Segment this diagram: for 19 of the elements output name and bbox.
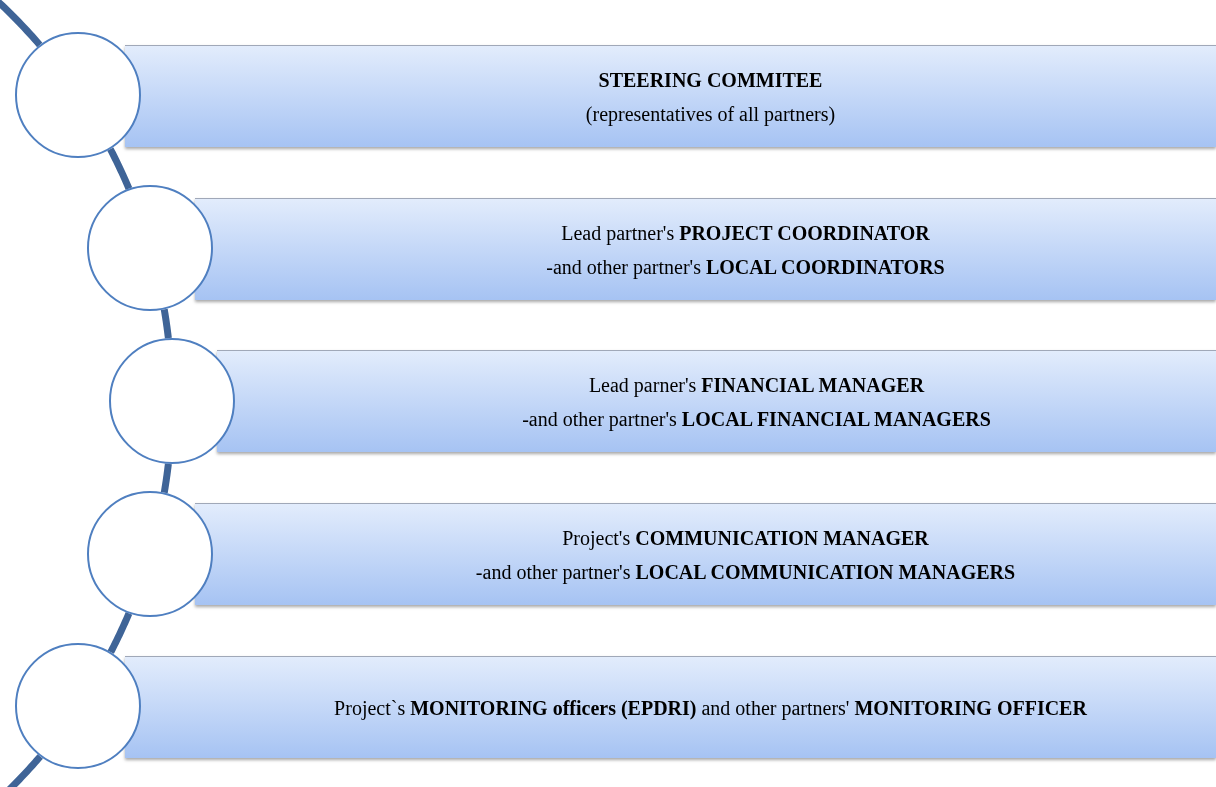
- connector-line: [160, 461, 172, 495]
- level-text: -and other partner's LOCAL COORDINATORS: [546, 254, 945, 281]
- connector-line: [0, 0, 43, 48]
- level-band: [195, 198, 1216, 300]
- level-text: Lead parner's FINANCIAL MANAGER: [588, 372, 925, 399]
- level-band: [217, 350, 1216, 452]
- level-text: -and other partner's LOCAL COMMUNICATION MANAGERS: [475, 559, 1016, 586]
- level-text: -and other partner's LOCAL FINANCIAL MANAGERS: [522, 406, 991, 433]
- level-text: (representatives of all partners): [585, 101, 836, 128]
- level-band: [125, 656, 1216, 758]
- level-text: Project`s MONITORING officers (EPDRI) and other partners' MONITORING OFFICER: [334, 695, 1087, 722]
- level-heading: STEERING COMMITEE: [598, 67, 823, 93]
- level-text: Project's COMMUNICATION MANAGER: [562, 525, 929, 552]
- connector-line: [107, 611, 133, 654]
- level-band: [125, 45, 1216, 147]
- connector-line: [107, 147, 133, 191]
- level-band: [195, 503, 1216, 605]
- connector-line: [160, 307, 172, 341]
- level-text: Lead partner's PROJECT COORDINATOR: [561, 220, 930, 247]
